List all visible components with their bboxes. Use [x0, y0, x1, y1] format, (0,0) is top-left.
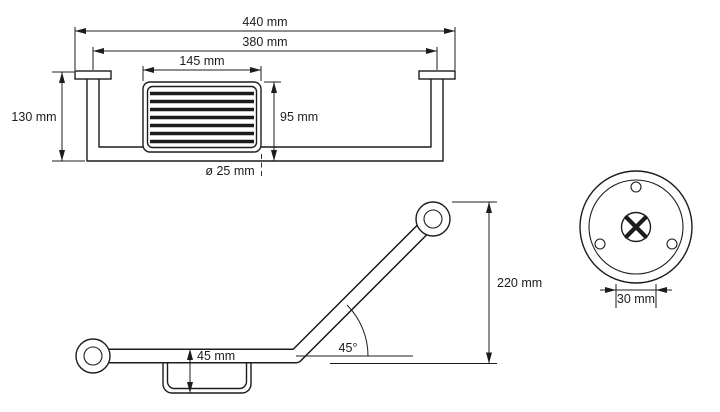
left-wall-flange-plate [74, 70, 112, 80]
side-view: 45 mm 220 mm 45° [75, 201, 542, 394]
dimension-dish-width: 145 mm [142, 54, 262, 81]
flange-view: 30 mm [579, 170, 693, 308]
tube-outer-outline [86, 79, 444, 162]
front-view: 440 mm 380 mm 145 mm 130 mm 95 m [11, 15, 456, 179]
angle-arc [346, 304, 369, 357]
dimension-overall-width: 440 mm [74, 15, 456, 70]
bent-tube [93, 213, 439, 364]
dimension-bend-angle: 45° [296, 304, 413, 357]
grab-bar-tube [74, 70, 456, 162]
dimension-overall-height: 130 mm [11, 71, 85, 162]
dimension-dish-height: 95 mm [264, 81, 318, 162]
dimension-dish-depth: 45 mm [187, 349, 235, 393]
center-screw-icon [620, 211, 652, 243]
dim-label-45deg: 45° [339, 341, 358, 355]
right-wall-flange-plate [418, 70, 456, 80]
dimension-tube-diameter: ø 25 mm [205, 154, 262, 179]
side-upper-flange [415, 201, 451, 237]
dim-label-130: 130 mm [11, 110, 56, 124]
dim-label-380: 380 mm [242, 35, 287, 49]
flange-screw-holes [594, 181, 678, 250]
dim-label-tube-diameter: ø 25 mm [205, 164, 254, 178]
dim-label-145: 145 mm [179, 54, 224, 68]
tube-inner-outline [98, 79, 432, 148]
dim-label-95: 95 mm [280, 110, 318, 124]
soap-dish-basket [142, 81, 262, 153]
dim-label-45mm: 45 mm [197, 349, 235, 363]
dish-ribs [150, 91, 254, 144]
dimension-mounting-span: 380 mm [92, 35, 438, 70]
side-lower-flange [75, 338, 111, 374]
dim-label-220: 220 mm [497, 276, 542, 290]
dim-label-440: 440 mm [242, 15, 287, 29]
dim-label-30: 30 mm [617, 292, 655, 306]
dimension-side-height: 220 mm [330, 201, 542, 364]
dimension-flange-bore: 30 mm [600, 284, 672, 308]
